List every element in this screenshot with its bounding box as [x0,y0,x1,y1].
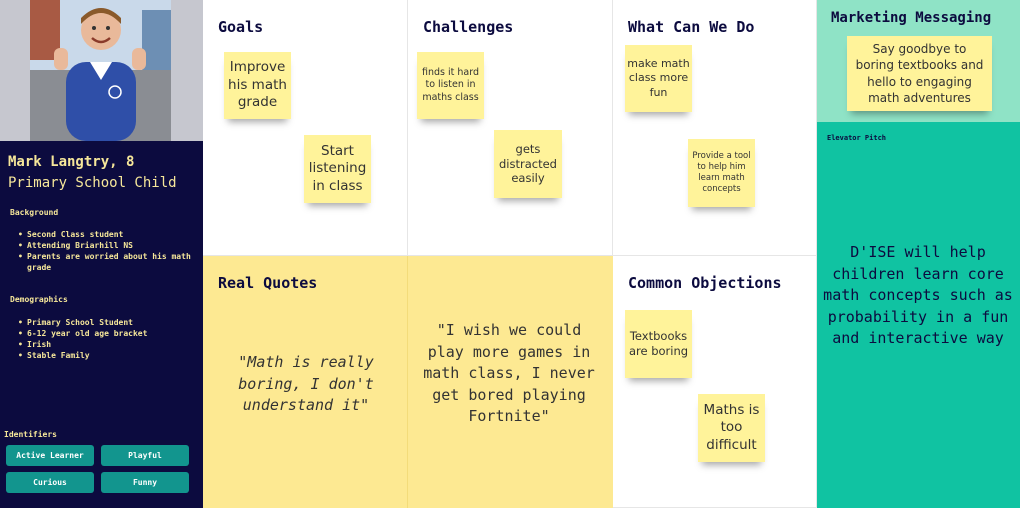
identifiers-heading: Identifiers [4,430,57,439]
demographics-list: Primary School Student 6-12 year old age… [18,317,192,361]
challenges-section: Challenges finds it hard to listen in ma… [408,0,613,256]
persona-name: Mark Langtry, 8 [8,154,135,170]
elevator-pitch-section: Elevator Pitch D'ISE will help children … [817,122,1020,508]
elevator-pitch-text: D'ISE will help children learn core math… [823,243,1013,347]
list-item: Parents are worried about his math grade [18,251,192,273]
what-can-we-do-section: What Can We Do make math class more fun … [613,0,817,256]
list-item: Primary School Student [18,317,192,328]
sticky-note[interactable]: Textbooks are boring [625,310,692,378]
marketing-section: Marketing Messaging Say goodbye to borin… [817,0,1020,122]
background-heading: Background [10,208,59,217]
sticky-note[interactable]: Improve his math grade [224,52,291,119]
list-item: Attending Briarhill NS [18,240,192,251]
sticky-note[interactable]: make math class more fun [625,45,692,112]
demographics-heading: Demographics [10,295,68,304]
elevator-pitch-label: Elevator Pitch [827,134,887,142]
quote-text: "I wish we could play more games in math… [423,321,595,425]
sticky-note[interactable]: Say goodbye to boring textbooks and hell… [847,36,992,111]
quote-text: "Math is really boring, I don't understa… [238,353,374,414]
marketing-title: Marketing Messaging [831,10,992,26]
real-quotes-title: Real Quotes [218,274,318,292]
sticky-note[interactable]: Start listening in class [304,135,371,203]
identifier-tag[interactable]: Active Learner [6,445,94,466]
common-objections-section: Common Objections Textbooks are boring M… [613,256,817,508]
sticky-note[interactable]: Maths is too difficult [698,394,765,462]
background-list: Second Class student Attending Briarhill… [18,229,192,273]
persona-photo-frame [0,0,203,141]
identifier-tag[interactable]: Curious [6,472,94,493]
goals-title: Goals [218,18,264,36]
persona-role: Primary School Child [8,175,177,191]
quote-divider [407,256,408,508]
real-quotes-section: Real Quotes "Math is really boring, I do… [203,256,613,508]
sticky-note[interactable]: Provide a tool to help him learn math co… [688,139,755,207]
list-item: 6-12 year old age bracket [18,328,192,339]
challenges-title: Challenges [423,18,514,36]
goals-section: Goals Improve his math grade Start liste… [203,0,408,256]
persona-photo[interactable] [30,0,171,141]
list-item: Stable Family [18,350,192,361]
sticky-note[interactable]: gets distracted easily [494,130,562,198]
identifier-tag[interactable]: Funny [101,472,189,493]
common-objections-title: Common Objections [628,274,782,292]
persona-panel: Mark Langtry, 8 Primary School Child Bac… [0,0,203,508]
list-item: Second Class student [18,229,192,240]
identifier-tag[interactable]: Playful [101,445,189,466]
sticky-note[interactable]: finds it hard to listen in maths class [417,52,484,119]
what-can-we-do-title: What Can We Do [628,18,755,36]
list-item: Irish [18,339,192,350]
